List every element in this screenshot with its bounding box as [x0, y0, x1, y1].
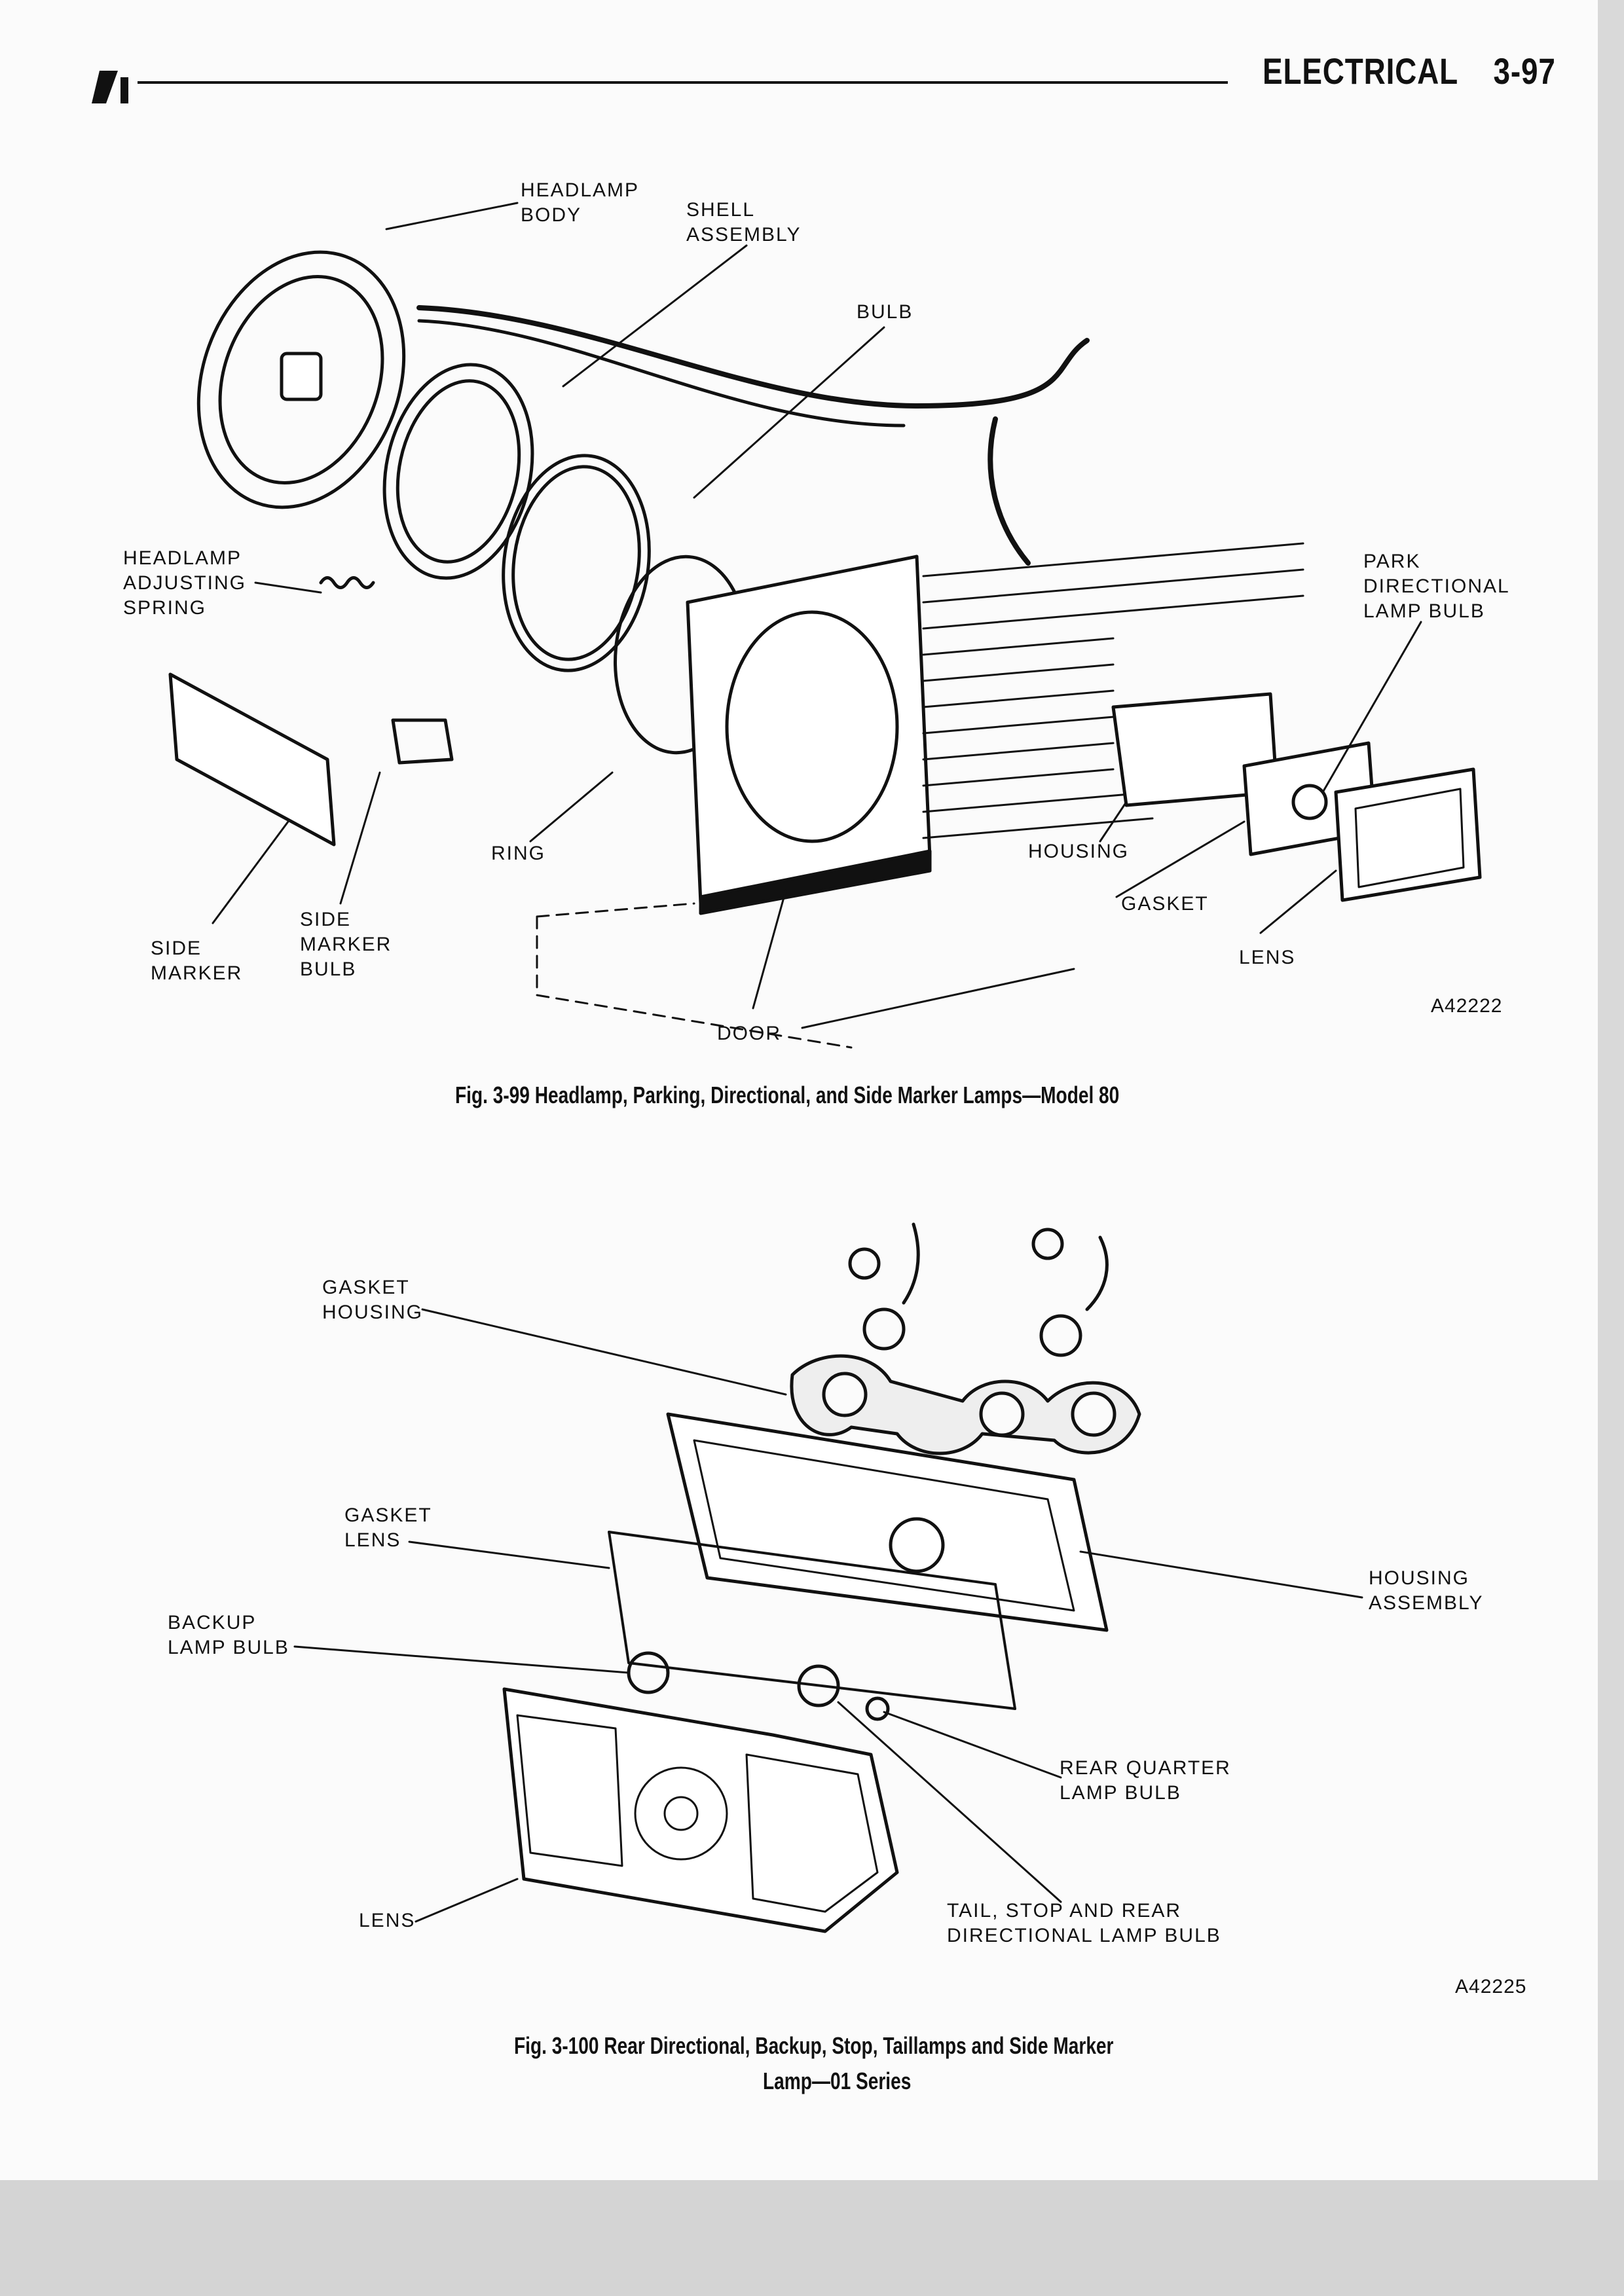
- figure-100-art: [293, 1222, 1363, 1933]
- label-door: DOOR: [717, 1023, 781, 1044]
- header-rule: [138, 81, 1228, 84]
- housing-assembly-drawing: [666, 1412, 1109, 1632]
- socket-right: [1039, 1314, 1082, 1357]
- tail-stop-bulb-drawing: [797, 1664, 840, 1707]
- figure-99-caption: Fig. 3-99 Headlamp, Parking, Directional…: [455, 1082, 1120, 1108]
- shell-assembly-drawing: [382, 363, 534, 580]
- label-housing: HOUSING: [1028, 841, 1130, 862]
- socket-left: [862, 1307, 906, 1351]
- lens-drawing: [502, 1687, 899, 1933]
- side-marker-bulb-drawing: [391, 718, 454, 765]
- label-tail-stop-rear-directional-lamp-bulb: TAIL, STOP AND REAR DIRECTIONAL LAMP BUL…: [947, 1900, 1221, 1946]
- label-lens-rear: LENS: [359, 1910, 416, 1931]
- label-gasket-lens: GASKET LENS: [344, 1504, 432, 1551]
- figure-100-caption-line1: Fig. 3-100 Rear Directional, Backup, Sto…: [514, 2032, 1114, 2059]
- gasket-housing-drawing: [790, 1354, 1141, 1455]
- figure-100-caption-line2: Lamp—01 Series: [763, 2068, 912, 2094]
- figure-100-id: A42225: [1455, 1976, 1527, 1997]
- socket-nut-right: [1031, 1228, 1064, 1260]
- label-gasket-housing: GASKET HOUSING: [322, 1277, 424, 1323]
- publisher-logo-mark: [92, 71, 128, 103]
- label-headlamp-adjusting-spring: HEADLAMP ADJUSTING SPRING: [123, 547, 247, 619]
- figure-99-id: A42222: [1431, 995, 1503, 1017]
- page-number: 3-97: [1493, 50, 1556, 92]
- gasket-lens-drawing: [608, 1531, 1016, 1710]
- side-marker-drawing: [168, 672, 336, 847]
- label-bulb: BULB: [857, 301, 913, 323]
- label-headlamp-body: HEADLAMP BODY: [521, 179, 640, 226]
- door-drawing: [686, 555, 932, 905]
- label-housing-assembly: HOUSING ASSEMBLY: [1369, 1567, 1484, 1614]
- label-rear-quarter-lamp-bulb: REAR QUARTER LAMP BULB: [1060, 1757, 1231, 1804]
- scan-margin: [0, 2180, 1624, 2296]
- rear-quarter-bulb-drawing: [865, 1696, 890, 1721]
- label-lens: LENS: [1239, 947, 1296, 968]
- label-side-marker: SIDE MARKER: [151, 938, 243, 984]
- label-park-directional-lamp-bulb: PARK DIRECTIONAL LAMP BULB: [1363, 551, 1510, 622]
- label-shell-assembly: SHELL ASSEMBLY: [686, 199, 802, 246]
- label-side-marker-bulb: SIDE MARKER BULB: [300, 909, 392, 980]
- page-header: ELECTRICAL 3-97: [1263, 50, 1556, 92]
- label-ring: RING: [491, 843, 545, 864]
- figure-99-art: [168, 202, 1482, 1049]
- socket-nut-left: [848, 1247, 881, 1280]
- backup-bulb-drawing: [627, 1651, 670, 1694]
- section-title: ELECTRICAL: [1263, 50, 1458, 92]
- headlamp-body-drawing: [196, 250, 406, 509]
- lens-drawing: [1334, 767, 1482, 902]
- label-backup-lamp-bulb: BACKUP LAMP BULB: [168, 1612, 289, 1658]
- adjusting-spring-drawing: [319, 576, 375, 589]
- label-gasket: GASKET: [1121, 893, 1209, 915]
